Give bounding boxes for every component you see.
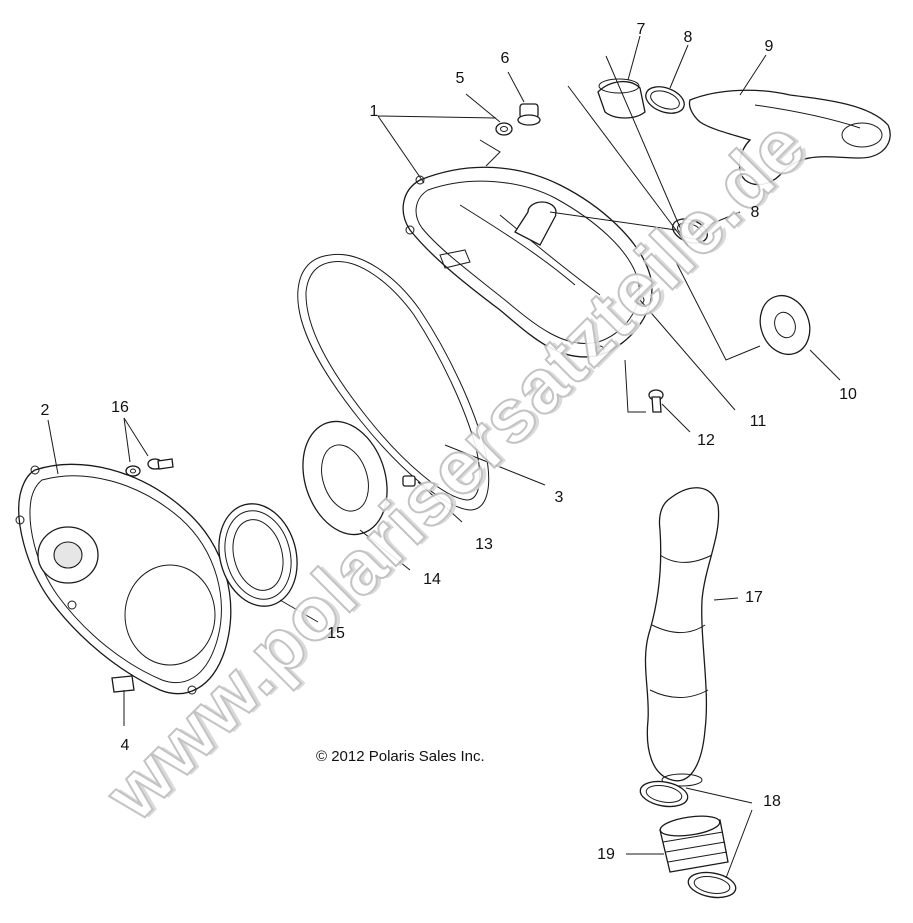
callout-11: 11: [749, 413, 767, 430]
bolt-and-washer-16: [125, 458, 174, 477]
callout-12: 12: [697, 432, 715, 449]
clamp-8-lower: [672, 218, 708, 244]
callout-13: 13: [475, 536, 493, 553]
bolt-12: [648, 389, 664, 413]
seal-ring-15: [218, 503, 298, 607]
callout-3: 3: [554, 489, 564, 506]
intake-duct-9: [688, 89, 891, 186]
callout-8-lower: 8: [750, 204, 760, 221]
clamp-8-upper: [645, 86, 685, 114]
callout-4: 4: [120, 737, 130, 754]
callout-1: 1: [369, 103, 379, 120]
duct-adapter-7: [597, 78, 646, 119]
gasket-10: [759, 294, 811, 356]
callout-16: 16: [111, 399, 129, 416]
label-tab: [111, 675, 135, 693]
callout-18: 18: [763, 793, 781, 810]
copyright-notice: © 2012 Polaris Sales Inc.: [316, 748, 485, 765]
callout-14: 14: [423, 571, 441, 588]
callout-7: 7: [636, 21, 646, 38]
coupler-boot-19: [659, 815, 729, 873]
washer-5: [495, 122, 513, 136]
outer-clutch-cover: [15, 463, 232, 695]
callout-8-upper: 8: [683, 29, 693, 46]
inner-clutch-cover: [402, 166, 653, 358]
callout-6: 6: [500, 50, 510, 67]
fastener-13: [402, 475, 416, 487]
leader-lines: [47, 35, 841, 879]
intake-hose-17: [644, 487, 720, 787]
hose-clamp-18-lower: [687, 871, 737, 899]
seal-plate-14: [302, 420, 388, 536]
callout-2: 2: [40, 402, 50, 419]
plug-6: [517, 103, 541, 126]
callout-19: 19: [597, 846, 615, 863]
callout-10: 10: [839, 386, 857, 403]
callout-17: 17: [745, 589, 763, 606]
callout-5: 5: [455, 70, 465, 87]
hose-clamp-18-upper: [639, 780, 689, 808]
callout-15: 15: [327, 625, 345, 642]
drive-belt: [297, 253, 490, 511]
callout-9: 9: [764, 38, 774, 55]
